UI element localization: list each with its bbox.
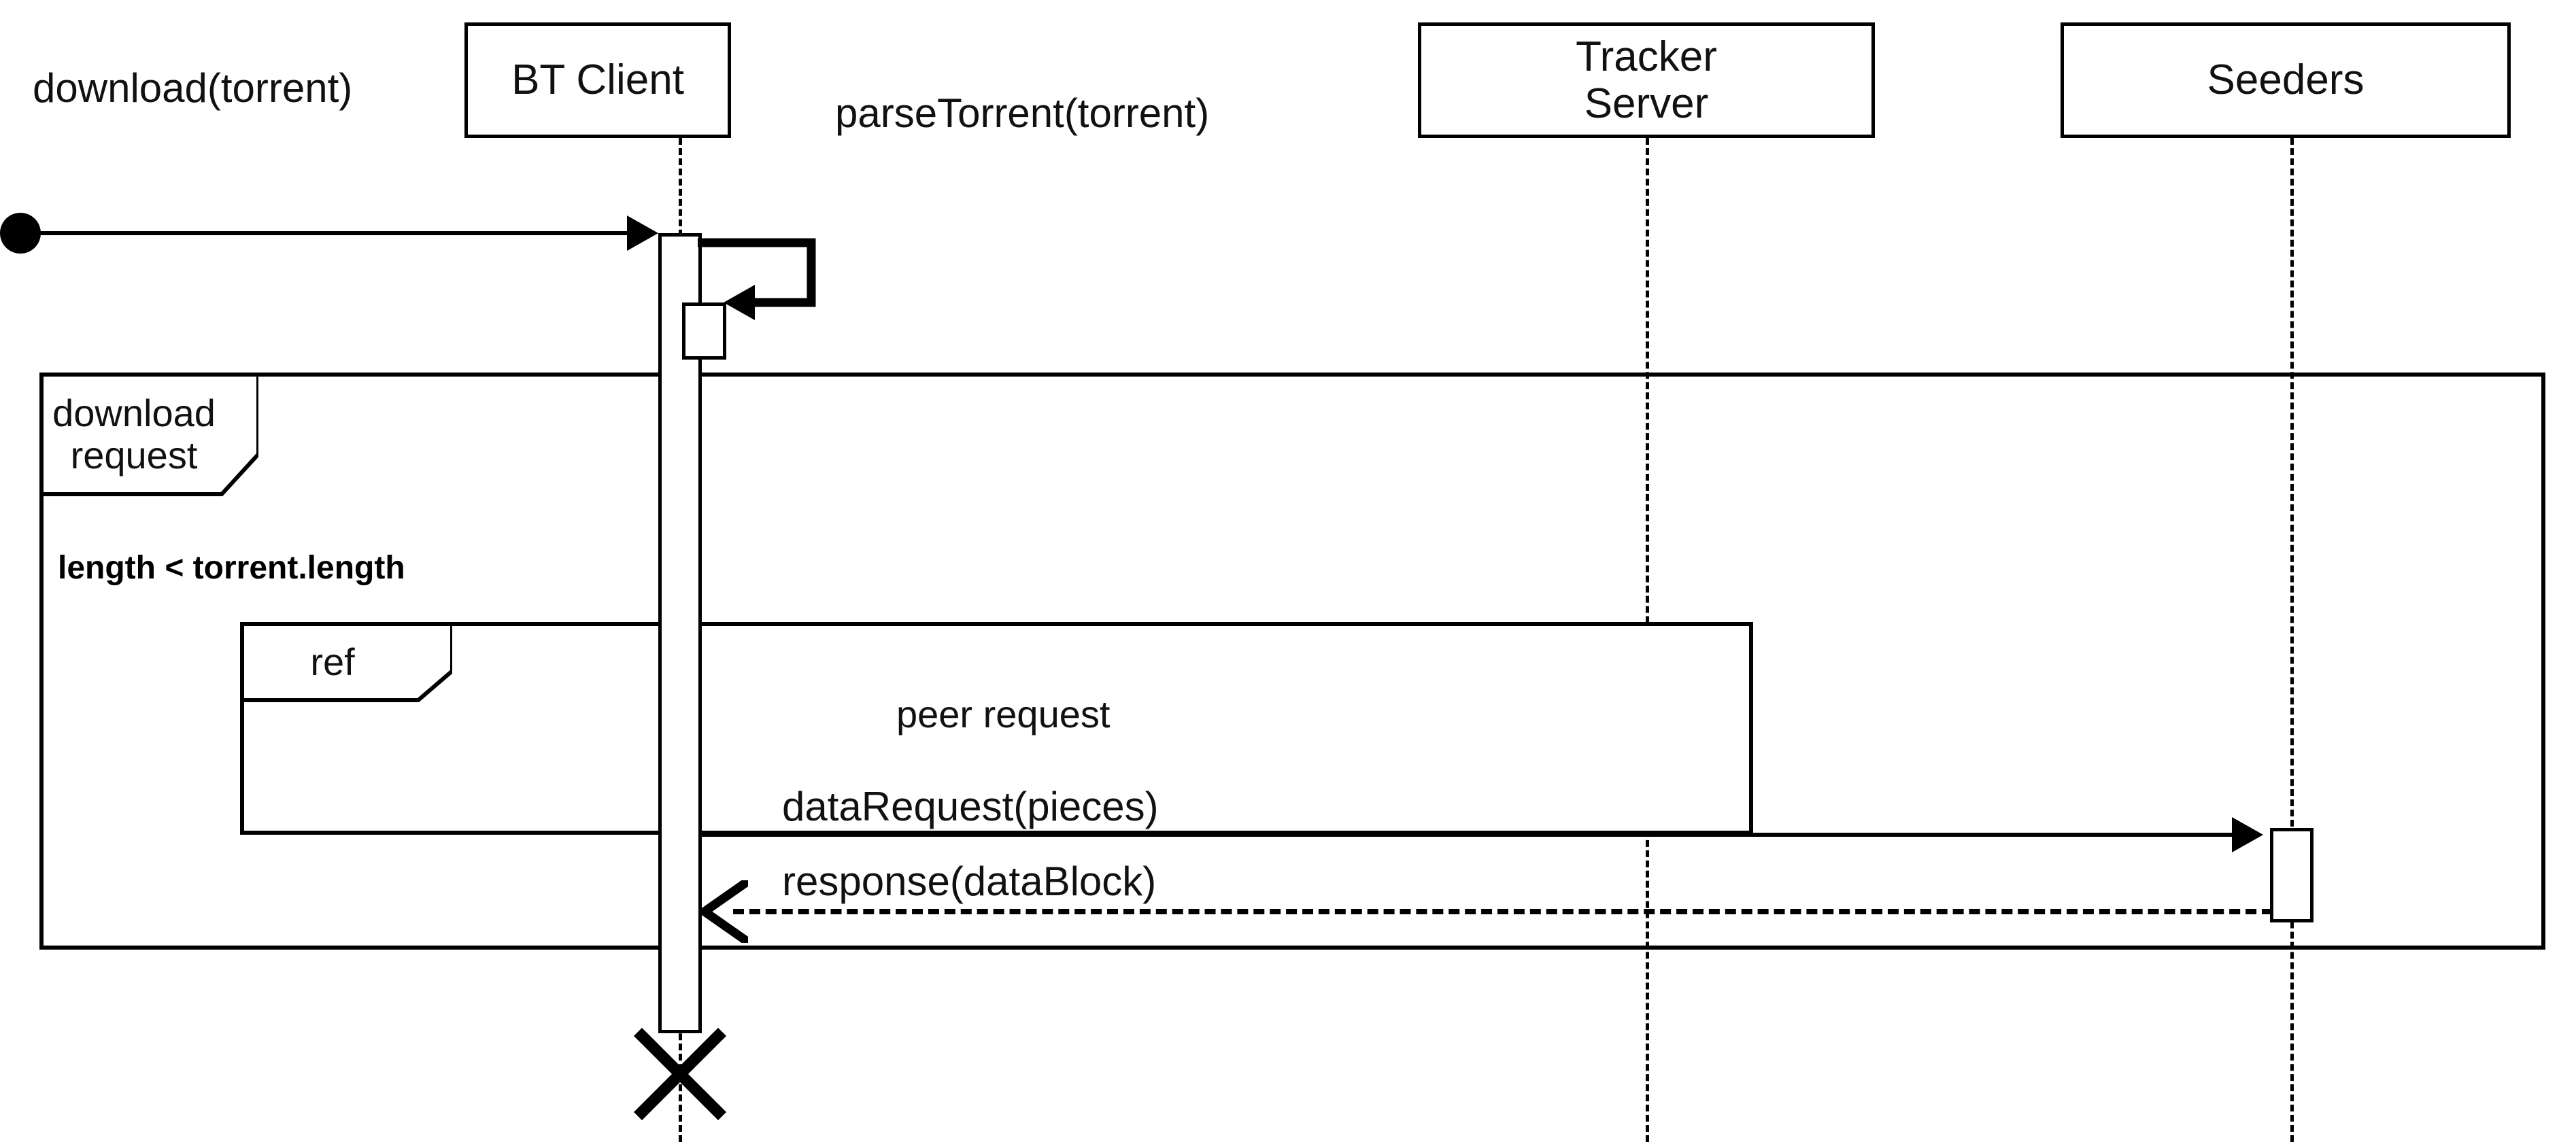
fragment-ref-content-peer-request: peer request [896, 693, 1111, 736]
fragment-operator-tab-download-request: download request [39, 373, 258, 496]
activation-bar-bt-client[interactable] [658, 233, 702, 1033]
lifeline-label-tracker-server: Tracker Server [1576, 33, 1717, 127]
lifeline-label-seeders: Seeders [2207, 56, 2365, 104]
message-line-response-datablock[interactable] [733, 909, 2273, 914]
message-arrowhead-download-torrent [627, 215, 658, 251]
message-line-download-torrent[interactable] [20, 231, 632, 235]
self-call-arrowhead-parse-torrent [724, 285, 755, 320]
activation-bar-bt-client-nested[interactable] [682, 302, 726, 360]
activation-bar-seeders[interactable] [2270, 828, 2314, 922]
lifeline-header-bt-client[interactable]: BT Client [464, 22, 731, 138]
fragment-guard-download-request: length < torrent.length [58, 550, 405, 586]
fragment-operator-label-ref-wrapper: ref [240, 622, 452, 702]
lifeline-label-bt-client: BT Client [511, 56, 684, 104]
fragment-download-request[interactable] [39, 373, 2545, 950]
fragment-ref-peer-request[interactable] [240, 622, 1753, 835]
fragment-operator-label-download-request: download request [52, 392, 216, 477]
message-label-response-datablock: response(dataBlock) [782, 859, 1157, 904]
fragment-operator-tab-ref: ref [240, 622, 452, 702]
message-arrowhead-response-datablock [699, 880, 748, 943]
self-call-parse-torrent[interactable] [698, 237, 820, 311]
lifeline-header-tracker-server[interactable]: Tracker Server [1418, 22, 1875, 138]
message-label-parse-torrent: parseTorrent(torrent) [835, 90, 1210, 136]
lifeline-header-seeders[interactable]: Seeders [2061, 22, 2511, 138]
destruction-marker-bt-client [632, 1026, 728, 1122]
fragment-operator-label-wrapper: download request [39, 373, 258, 496]
message-arrowhead-data-request [2232, 817, 2263, 852]
fragment-operator-label-ref: ref [310, 640, 355, 684]
message-label-data-request: dataRequest(pieces) [782, 784, 1159, 829]
message-label-download-torrent: download(torrent) [33, 65, 353, 111]
message-line-data-request[interactable] [702, 833, 2232, 837]
lifeline-seeders [2290, 138, 2294, 1142]
